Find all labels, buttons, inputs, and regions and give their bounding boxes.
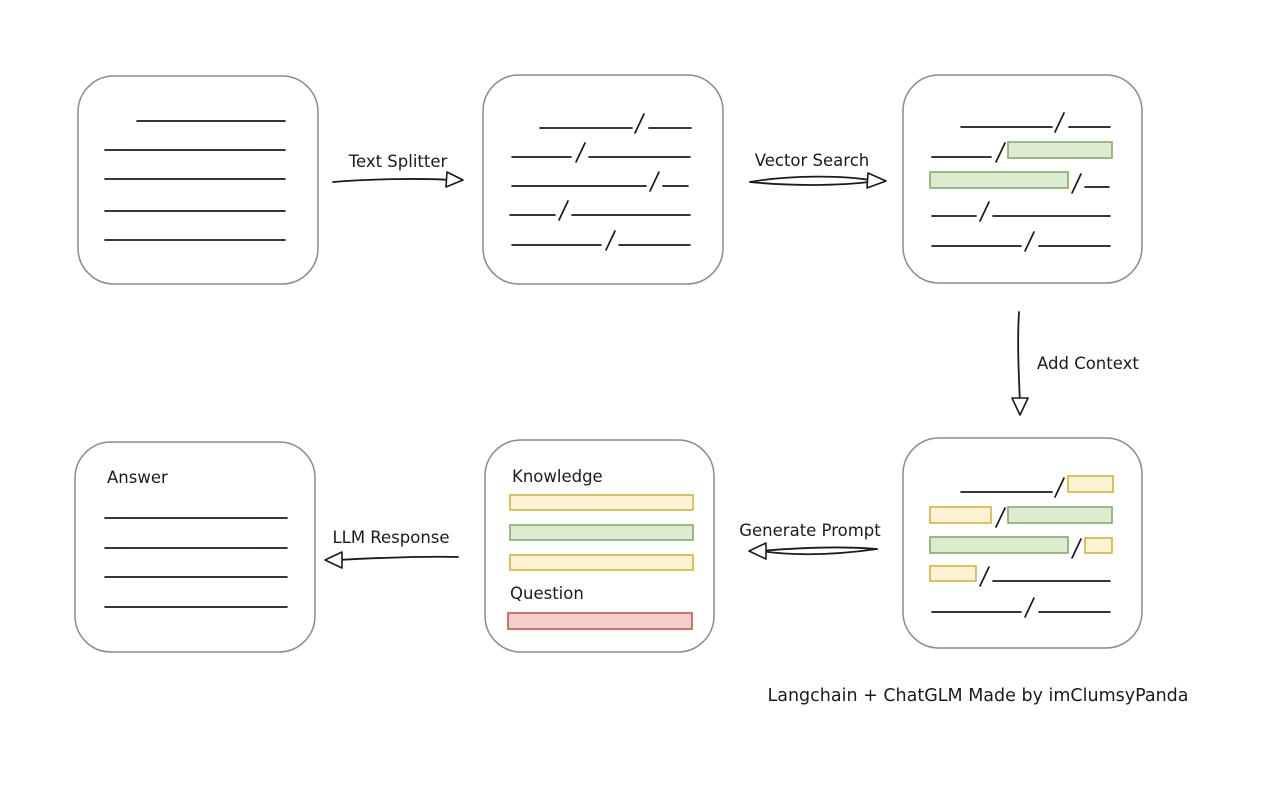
answer-label: Answer bbox=[107, 468, 168, 487]
generate-prompt-arrow-line2 bbox=[759, 548, 878, 556]
prompt-outline bbox=[484, 439, 715, 653]
llm-response-arrow-line bbox=[335, 555, 459, 561]
box-context-chunks bbox=[902, 437, 1143, 649]
knowledge-label: Knowledge bbox=[512, 467, 603, 486]
matched-chunk-green bbox=[1007, 141, 1113, 159]
chunk-row bbox=[929, 171, 1110, 194]
arrow-head-right-icon bbox=[445, 171, 464, 188]
chunk-row bbox=[931, 597, 1111, 618]
context-chunk-yellow bbox=[1067, 475, 1114, 493]
knowledge-chunk-yellow bbox=[509, 494, 694, 511]
generate-prompt-arrow-line bbox=[759, 546, 878, 552]
slash-mark bbox=[979, 201, 990, 222]
vector-search-label: Vector Search bbox=[755, 151, 870, 170]
slash-mark bbox=[575, 142, 586, 163]
arrow-head-down-icon bbox=[1011, 397, 1029, 416]
source-document-outline bbox=[77, 75, 319, 285]
slash-mark bbox=[1071, 538, 1082, 559]
chunk-row bbox=[931, 141, 1113, 163]
arrow-head-left-icon bbox=[748, 542, 767, 560]
question-label: Question bbox=[510, 584, 584, 603]
slash-mark bbox=[634, 113, 645, 134]
vector-search-arrow-line bbox=[749, 175, 877, 183]
slash-mark bbox=[995, 142, 1006, 163]
text-splitter-label: Text Splitter bbox=[348, 152, 448, 171]
source-text-lines bbox=[104, 120, 286, 241]
knowledge-chunk-yellow bbox=[509, 554, 694, 571]
matched-chunk-green bbox=[929, 536, 1069, 554]
slash-mark bbox=[649, 171, 660, 192]
slash-mark bbox=[979, 566, 990, 587]
add-context-label: Add Context bbox=[1037, 354, 1139, 373]
caption-text: Langchain + ChatGLM Made by imClumsyPand… bbox=[767, 686, 1188, 706]
slash-mark bbox=[1024, 231, 1035, 252]
context-chunk-yellow bbox=[1084, 537, 1113, 554]
context-chunk-yellow bbox=[929, 565, 977, 582]
slash-mark bbox=[1071, 173, 1082, 194]
edge-add-context: Add Context bbox=[1011, 311, 1139, 416]
arrow-head-left-icon bbox=[324, 551, 343, 569]
edge-vector-search: Vector Search bbox=[749, 151, 887, 189]
slash-mark bbox=[1024, 597, 1035, 618]
box-prompt: Knowledge Question bbox=[484, 439, 715, 653]
matched-chunk-green bbox=[929, 171, 1069, 189]
slash-mark bbox=[1054, 112, 1065, 133]
answer-outline bbox=[74, 441, 316, 653]
edge-llm-response: LLM Response bbox=[324, 528, 459, 569]
chunk-row bbox=[931, 201, 1111, 222]
chunk-row bbox=[929, 565, 1111, 587]
llm-response-label: LLM Response bbox=[332, 528, 449, 547]
chunk-row bbox=[960, 475, 1114, 498]
box-source-document bbox=[77, 75, 319, 285]
chunk-row bbox=[931, 231, 1111, 252]
chunk-row bbox=[511, 142, 691, 163]
chunk-row bbox=[960, 112, 1111, 133]
arrow-head-right-icon bbox=[866, 172, 887, 189]
edge-text-splitter: Text Splitter bbox=[332, 152, 464, 188]
chunk-row bbox=[509, 200, 691, 221]
vector-search-arrow-line2 bbox=[749, 180, 877, 186]
edge-generate-prompt: Generate Prompt bbox=[739, 521, 881, 560]
box-split-chunks bbox=[482, 74, 724, 285]
context-chunk-yellow bbox=[929, 506, 992, 524]
answer-text-lines bbox=[104, 517, 288, 608]
box-matched-chunks bbox=[902, 74, 1143, 284]
chunk-row bbox=[511, 230, 691, 251]
slash-mark bbox=[1054, 477, 1065, 498]
chunk-row bbox=[929, 506, 1113, 528]
box-answer: Answer bbox=[74, 441, 316, 653]
generate-prompt-label: Generate Prompt bbox=[739, 521, 881, 540]
slash-mark bbox=[995, 507, 1006, 528]
add-context-arrow-line bbox=[1017, 311, 1021, 405]
question-chunk-red bbox=[507, 612, 693, 630]
chunk-row bbox=[511, 171, 689, 192]
chunk-row bbox=[929, 536, 1113, 559]
slash-mark bbox=[605, 230, 616, 251]
slash-mark bbox=[558, 200, 569, 221]
matched-chunk-green bbox=[1007, 506, 1113, 524]
knowledge-chunk-green bbox=[509, 524, 694, 541]
split-chunks-outline bbox=[482, 74, 724, 285]
text-splitter-arrow-line bbox=[332, 178, 453, 183]
chunk-row bbox=[539, 113, 692, 134]
